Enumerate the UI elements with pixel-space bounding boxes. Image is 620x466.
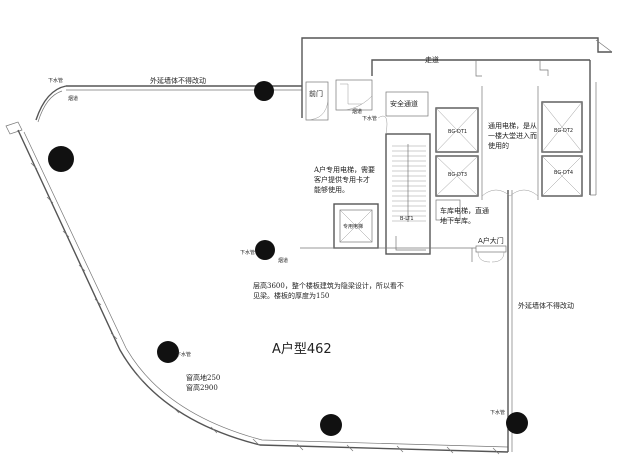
building-core-outline	[301, 37, 613, 196]
pipe-tags: 下水管 烟道 下水管 烟道 下水管 烟道 下水管 下水管	[48, 77, 505, 416]
flue-tag: 烟道	[278, 257, 288, 264]
window-mullion	[446, 446, 454, 454]
note-line: 使用的	[488, 141, 509, 150]
vestibule-area	[305, 79, 373, 121]
window-note: 窗高地250 窗高2900	[186, 373, 220, 392]
exterior-wall-curved	[5, 85, 509, 455]
column	[157, 341, 179, 363]
pipe-tag: 下水管	[490, 409, 505, 416]
window-mullion	[346, 444, 354, 452]
safety-passage	[377, 91, 431, 255]
common-elevator-bank	[435, 101, 583, 197]
exterior-wall-top-label: 外延墙体不得改动	[150, 76, 206, 85]
note-line: 见梁。楼板的厚度为150	[253, 291, 329, 300]
note-line: 地下车库。	[440, 216, 475, 225]
structural-columns	[48, 81, 528, 436]
note-line: 客户提供专用卡才	[314, 175, 370, 184]
window-mullion	[172, 406, 180, 414]
pipe-tag: 下水管	[240, 249, 255, 256]
lift-bg-dt1-label: BG-DT1	[448, 129, 467, 135]
pipe-tag: 下水管	[48, 77, 63, 84]
floor-note: 层高3600，整个楼板建筑为隐梁设计，所以看不 见梁。楼板的厚度为150	[253, 281, 404, 300]
private-elevator-note: A户专用电梯，需要 客户提供专用卡才 能够使用。	[313, 165, 375, 194]
note-line: 一楼大堂进入而	[488, 131, 537, 140]
pipe-tag: 下水管	[362, 115, 377, 122]
note-line: 窗高2900	[186, 383, 218, 392]
lift-bg-dt4-label: BG-DT4	[554, 170, 573, 176]
window-mullion	[396, 445, 404, 453]
lift-bg-dt3-label: BG-DT3	[448, 172, 467, 178]
window-mullion	[46, 196, 54, 204]
column	[48, 146, 74, 172]
window-mullion	[94, 298, 102, 306]
garage-elevator	[435, 86, 539, 221]
note-line: 车库电梯，直通	[440, 206, 489, 215]
window-mullion	[252, 438, 260, 446]
unit-door	[300, 245, 507, 263]
window-mullion	[30, 162, 38, 170]
column	[506, 412, 528, 434]
common-elevator-note: 通用电梯，是从 一楼大堂进入而 使用的	[488, 121, 537, 150]
garage-elevator-note: 车库电梯，直通 地下车库。	[440, 206, 489, 225]
window-mullion	[78, 264, 86, 272]
private-elevator-label: 专用电梯	[343, 223, 363, 230]
flue-tag: 烟道	[68, 95, 78, 102]
unit-door-label: A户大门	[478, 236, 504, 245]
pipe-tag: 下水管	[176, 351, 191, 358]
flue-tag: 烟道	[352, 108, 362, 115]
note-line: 能够使用。	[314, 185, 349, 194]
column	[320, 414, 342, 436]
note-line: 窗高地250	[186, 373, 220, 382]
lift-b-lt1-label: B-LT1	[400, 216, 414, 222]
safety-passage-label: 安全通道	[390, 99, 418, 108]
window-mullion	[296, 443, 304, 451]
unit-name: A户型462	[272, 341, 332, 357]
column	[254, 81, 274, 101]
vestibule-label: 前门	[309, 89, 323, 98]
lift-bg-dt2-label: BG-DT2	[554, 128, 573, 134]
window-mullion	[136, 374, 144, 382]
note-line: 层高3600，整个楼板建筑为隐梁设计，所以看不	[253, 281, 404, 290]
window-mullion	[110, 332, 118, 340]
note-line: 通用电梯，是从	[488, 121, 537, 130]
exterior-wall-right	[507, 190, 513, 452]
column	[255, 240, 275, 260]
window-mullion	[492, 447, 500, 455]
window-mullion	[62, 230, 70, 238]
corridor-label: 走道	[425, 55, 439, 64]
window-mullion	[210, 426, 218, 434]
note-line: A户专用电梯，需要	[313, 165, 375, 174]
exterior-wall-right-label: 外延墙体不得改动	[518, 301, 574, 310]
